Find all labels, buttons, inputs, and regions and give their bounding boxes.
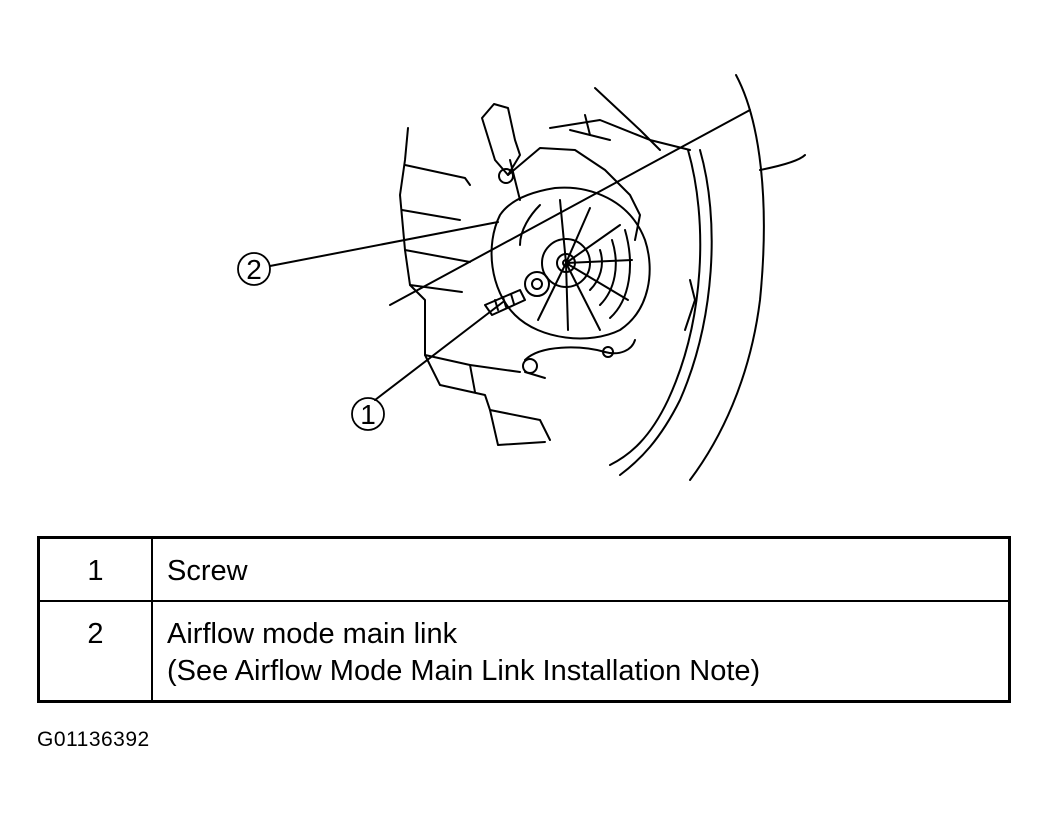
part-description-note: (See Airflow Mode Main Link Installation… bbox=[167, 655, 761, 687]
section-line bbox=[389, 109, 751, 306]
table-row: 2 Airflow mode main link (See Airflow Mo… bbox=[37, 600, 1011, 703]
leader-line-2 bbox=[269, 221, 499, 267]
callout-2-label: 2 bbox=[246, 254, 262, 285]
blower-assembly-diagram: 2 1 bbox=[237, 74, 806, 481]
gear-wheel bbox=[490, 186, 651, 340]
airflow-mode-main-link bbox=[481, 103, 641, 379]
callout-1: 1 bbox=[351, 397, 385, 431]
leader-line-1 bbox=[374, 301, 504, 401]
callout-1-label: 1 bbox=[360, 399, 376, 430]
callout-2: 2 bbox=[237, 252, 271, 286]
parts-legend-table: 1 Screw 2 Airflow mode main link (See Ai… bbox=[37, 536, 1011, 703]
part-number: 2 bbox=[37, 600, 153, 703]
part-description: Airflow mode main link (See Airflow Mode… bbox=[151, 600, 1011, 703]
part-description-line: Screw bbox=[167, 555, 248, 587]
part-number: 1 bbox=[37, 536, 153, 602]
part-description: Screw bbox=[151, 536, 1011, 602]
housing-outline bbox=[399, 74, 806, 481]
part-description-line: Airflow mode main link bbox=[167, 618, 458, 650]
figure-id: G01136392 bbox=[37, 728, 150, 751]
table-row: 1 Screw bbox=[37, 536, 1011, 602]
